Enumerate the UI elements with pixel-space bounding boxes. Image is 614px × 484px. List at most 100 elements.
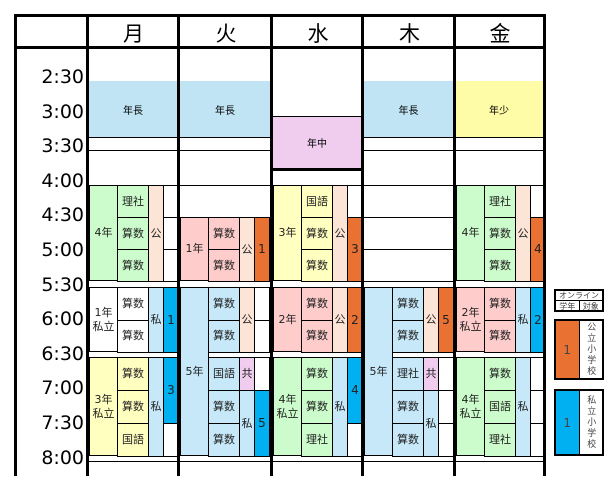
subject-cell: 理社 [484, 423, 516, 457]
school-type-cell: 私 [239, 390, 255, 457]
subject-cell: 理社 [301, 423, 333, 457]
legend-public: 1 公立小学校 [554, 319, 604, 380]
online-number-cell [438, 390, 454, 424]
online-number-cell [254, 319, 270, 353]
day-header-tue: 火 [215, 21, 237, 46]
grade-cell: 1年 私立 [89, 287, 118, 352]
time-label: 5:30 [41, 273, 84, 296]
subject-cell: 理社 [117, 185, 149, 218]
legend-public-swatch: 1 [556, 321, 580, 378]
school-type-cell: 私 [332, 357, 348, 457]
column-divider [270, 14, 273, 476]
online-number-cell: 5 [254, 390, 270, 457]
grade-cell: 5年 [180, 287, 209, 456]
subject-cell: 算数 [392, 423, 424, 457]
subject-cell: 算数 [117, 357, 149, 391]
subject-cell: 算数 [208, 390, 240, 424]
time-label: 3:00 [41, 100, 84, 123]
time-label: 7:00 [41, 377, 84, 400]
grade-cell: 4年 [456, 185, 485, 281]
school-type-cell: 公 [332, 287, 348, 353]
subject-cell: 算数 [117, 390, 149, 424]
subject-cell: 算数 [208, 287, 240, 321]
grade-cell: 5年 [364, 287, 393, 456]
kinder-class: 年中 [272, 116, 362, 171]
kinder-class: 年少 [455, 81, 543, 138]
school-type-cell: 私 [148, 287, 164, 353]
school-type-cell: 私 [148, 357, 164, 457]
school-type-cell: 公 [239, 217, 255, 282]
school-type-cell: 公 [515, 185, 531, 282]
grade-cell: 4年 私立 [456, 357, 485, 456]
grade-cell: 4年 私立 [273, 357, 302, 456]
row-line [88, 461, 544, 462]
subject-cell: 算数 [117, 287, 149, 321]
online-number-cell [438, 423, 454, 457]
day-header-fri: 金 [489, 21, 511, 46]
time-label: 5:00 [41, 239, 84, 261]
subject-cell: 算数 [484, 287, 516, 321]
online-number-cell: 2 [530, 287, 546, 353]
legend-title: オンライン [556, 291, 602, 301]
column-divider [177, 14, 180, 476]
kinder-class: 年長 [179, 81, 271, 138]
subject-cell: 算数 [392, 287, 424, 321]
kinder-class: 年長 [88, 81, 178, 138]
legend-private-swatch: 1 [556, 391, 580, 454]
subject-cell: 算数 [301, 287, 333, 321]
time-label: 4:30 [41, 204, 84, 227]
empty-slot [179, 185, 271, 218]
school-type-cell: 共 [423, 357, 439, 391]
subject-cell: 理社 [484, 185, 516, 218]
grade-cell: 3年 [273, 185, 302, 281]
school-type-cell: 私 [515, 357, 531, 457]
subject-cell: 算数 [484, 319, 516, 353]
kinder-class: 年長 [363, 81, 454, 138]
subject-cell: 国語 [208, 357, 240, 391]
legend-public-label: 公立小学校 [585, 322, 596, 377]
grade-cell: 4年 [89, 185, 118, 281]
legend-header: オンライン 学年 対象 [554, 289, 604, 312]
school-type-cell: 私 [423, 390, 439, 457]
subject-cell: 国語 [301, 185, 333, 218]
subject-cell: 算数 [208, 423, 240, 457]
subject-cell: 算数 [208, 319, 240, 353]
school-type-cell: 公 [148, 185, 164, 282]
legend-private: 1 私立小学校 [554, 389, 604, 456]
column-divider [86, 14, 89, 476]
subject-cell: 算数 [117, 249, 149, 282]
school-type-cell: 公 [332, 185, 348, 282]
subject-cell: 算数 [301, 249, 333, 282]
subject-cell: 算数 [208, 217, 240, 250]
header-divider [14, 46, 546, 49]
time-label: 6:30 [41, 342, 84, 365]
subject-cell: 算数 [301, 390, 333, 424]
school-type-cell: 公 [423, 287, 439, 353]
time-label: 7:30 [41, 412, 84, 434]
grade-cell: 1年 [180, 217, 209, 281]
time-label: 3:30 [41, 135, 84, 158]
subject-cell: 算数 [484, 217, 516, 250]
school-type-cell: 私 [515, 287, 531, 353]
subject-cell: 算数 [301, 357, 333, 391]
empty-slot [363, 185, 454, 218]
subject-cell: 理社 [392, 357, 424, 391]
subject-cell: 算数 [484, 357, 516, 391]
day-header-wed: 水 [307, 21, 329, 46]
legend-private-label: 私立小学校 [585, 395, 596, 450]
grade-cell: 2年 [273, 287, 302, 352]
subject-cell: 算数 [484, 249, 516, 282]
legend-col-grade: 学年 [556, 301, 580, 311]
empty-slot [363, 217, 454, 250]
subject-cell: 算数 [301, 217, 333, 250]
subject-cell: 国語 [117, 423, 149, 457]
online-number-cell [438, 357, 454, 391]
grade-cell: 2年 私立 [456, 287, 485, 352]
school-type-cell: 共 [239, 357, 255, 391]
subject-cell: 国語 [484, 390, 516, 424]
online-number-cell: 5 [438, 287, 454, 353]
column-divider [453, 14, 456, 476]
time-label: 2:30 [41, 66, 84, 88]
subject-cell: 算数 [117, 217, 149, 250]
day-header-thu: 木 [399, 21, 420, 46]
